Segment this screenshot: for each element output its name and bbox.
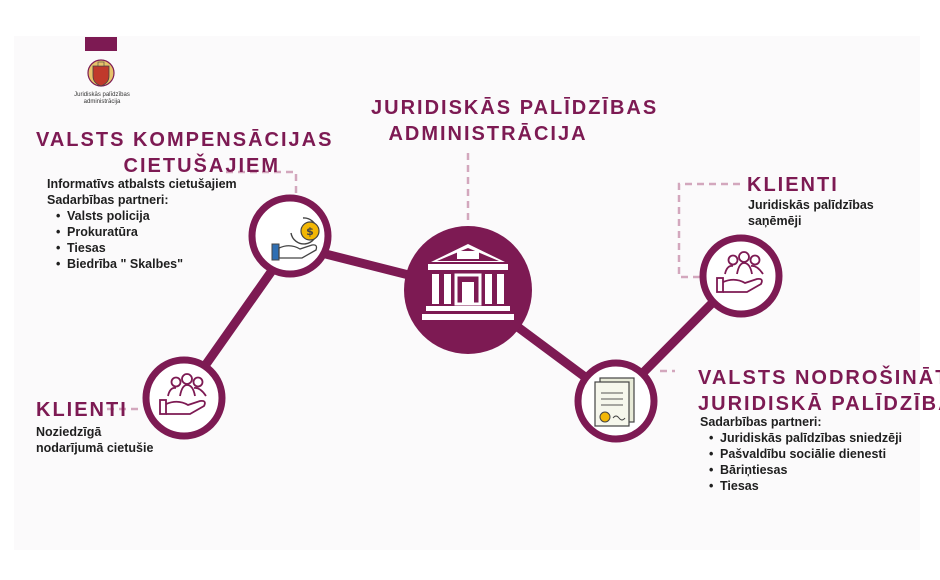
- logo-caption-line2: administrācija: [83, 99, 121, 105]
- dashed-leaders: [107, 153, 740, 411]
- list-item: Pašvaldību sociālie dienesti: [706, 446, 902, 462]
- compensation-title: VALSTS KOMPENSĀCIJAS CIETUŠAJIEM: [36, 127, 334, 179]
- node-state-legal-aid: [574, 359, 658, 443]
- logo-bar: [85, 37, 117, 51]
- courthouse-icon: [422, 244, 514, 320]
- list-item: Bāriņtiesas: [706, 462, 902, 478]
- svg-text:$: $: [306, 225, 314, 238]
- logo-caption-line1: Juridiskās palīdzības: [74, 92, 130, 98]
- list-item: Valsts policija: [53, 208, 237, 224]
- node-compensation: $: [248, 194, 332, 278]
- state-legal-aid-partners-list: Juridiskās palīdzības sniedzēji Pašvaldī…: [706, 430, 902, 494]
- people-hand-icon: [716, 251, 764, 293]
- state-legal-aid-partners-label: Sadarbības partneri:: [700, 415, 822, 429]
- node-clients-left: [142, 356, 226, 440]
- compensation-title-line1: VALSTS KOMPENSĀCIJAS: [36, 129, 334, 151]
- clients-left-title: KLIENTI: [36, 399, 128, 421]
- list-item: Juridiskās palīdzības sniedzēji: [706, 430, 902, 446]
- state-legal-aid-title: VALSTS NODROŠINĀTĀ JURIDISKĀ PALĪDZĪBA: [698, 365, 940, 417]
- logo-caption: Juridiskās palīdzības administrācija: [73, 92, 131, 106]
- people-hand-icon: [159, 373, 207, 415]
- clients-left-description: Noziedzīgā nodarījumā cietušie: [36, 424, 153, 456]
- list-item: Tiesas: [706, 478, 902, 494]
- center-title-line2: ADMINISTRĀCIJA: [388, 123, 588, 145]
- money-hand-icon: $: [271, 217, 320, 261]
- center-title: JURIDISKĀS PALĪDZĪBAS ADMINISTRĀCIJA: [371, 95, 659, 147]
- compensation-title-line2: CIETUŠAJIEM: [123, 155, 280, 177]
- node-center: [404, 226, 532, 354]
- compensation-details: Informatīvs atbalsts cietušajiem Sadarbī…: [47, 176, 237, 272]
- list-item: Biedrība " Skalbes": [53, 256, 237, 272]
- state-legal-aid-details: Sadarbības partneri: Juridiskās palīdzīb…: [700, 414, 902, 494]
- clients-right-line2: saņēmēji: [748, 214, 802, 228]
- clients-right-description: Juridiskās palīdzības saņēmēji: [748, 197, 874, 229]
- clients-right-line1: Juridiskās palīdzības: [748, 198, 874, 212]
- center-title-line1: JURIDISKĀS PALĪDZĪBAS: [371, 97, 659, 119]
- clients-right-title: KLIENTI: [747, 174, 839, 196]
- clients-left-line1: Noziedzīgā: [36, 425, 102, 439]
- compensation-info: Informatīvs atbalsts cietušajiem: [47, 177, 237, 191]
- state-legal-aid-title-line2: JURIDISKĀ PALĪDZĪBA: [698, 393, 940, 415]
- compensation-partners-list: Valsts policija Prokuratūra Tiesas Biedr…: [53, 208, 237, 272]
- certificate-icon: [594, 377, 635, 427]
- list-item: Prokuratūra: [53, 224, 237, 240]
- compensation-partners-label: Sadarbības partneri:: [47, 193, 169, 207]
- clients-left-line2: nodarījumā cietušie: [36, 441, 154, 455]
- node-clients-right: [699, 234, 783, 318]
- coat-of-arms-icon: [87, 59, 115, 87]
- state-legal-aid-title-line1: VALSTS NODROŠINĀTĀ: [698, 367, 940, 389]
- list-item: Tiesas: [53, 240, 237, 256]
